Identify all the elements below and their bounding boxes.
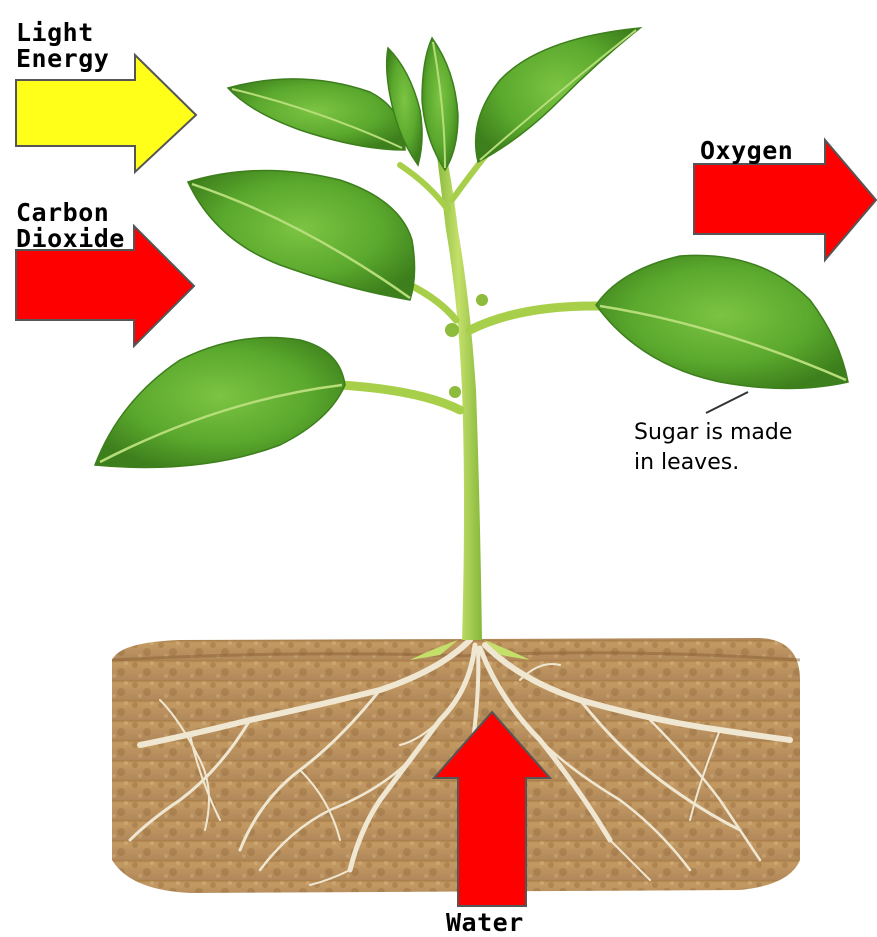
annotation-pointer-line — [706, 392, 748, 413]
leaf-right — [596, 255, 848, 388]
leaf-top-small-center — [422, 38, 458, 170]
sugar-annotation-line2: in leaves. — [634, 448, 739, 478]
light-energy-label-line1: Light — [16, 20, 94, 45]
sugar-annotation-line1: Sugar is made — [634, 418, 792, 448]
leaf-middle-left — [188, 170, 415, 300]
light-energy-label-line2: Energy — [16, 46, 109, 71]
leaf-lower-left — [95, 338, 345, 468]
carbon-dioxide-label-line2: Dioxide — [16, 226, 125, 251]
oxygen-label: Oxygen — [700, 138, 793, 163]
water-label: Water — [446, 910, 524, 935]
carbon-dioxide-label-line1: Carbon — [16, 200, 109, 225]
